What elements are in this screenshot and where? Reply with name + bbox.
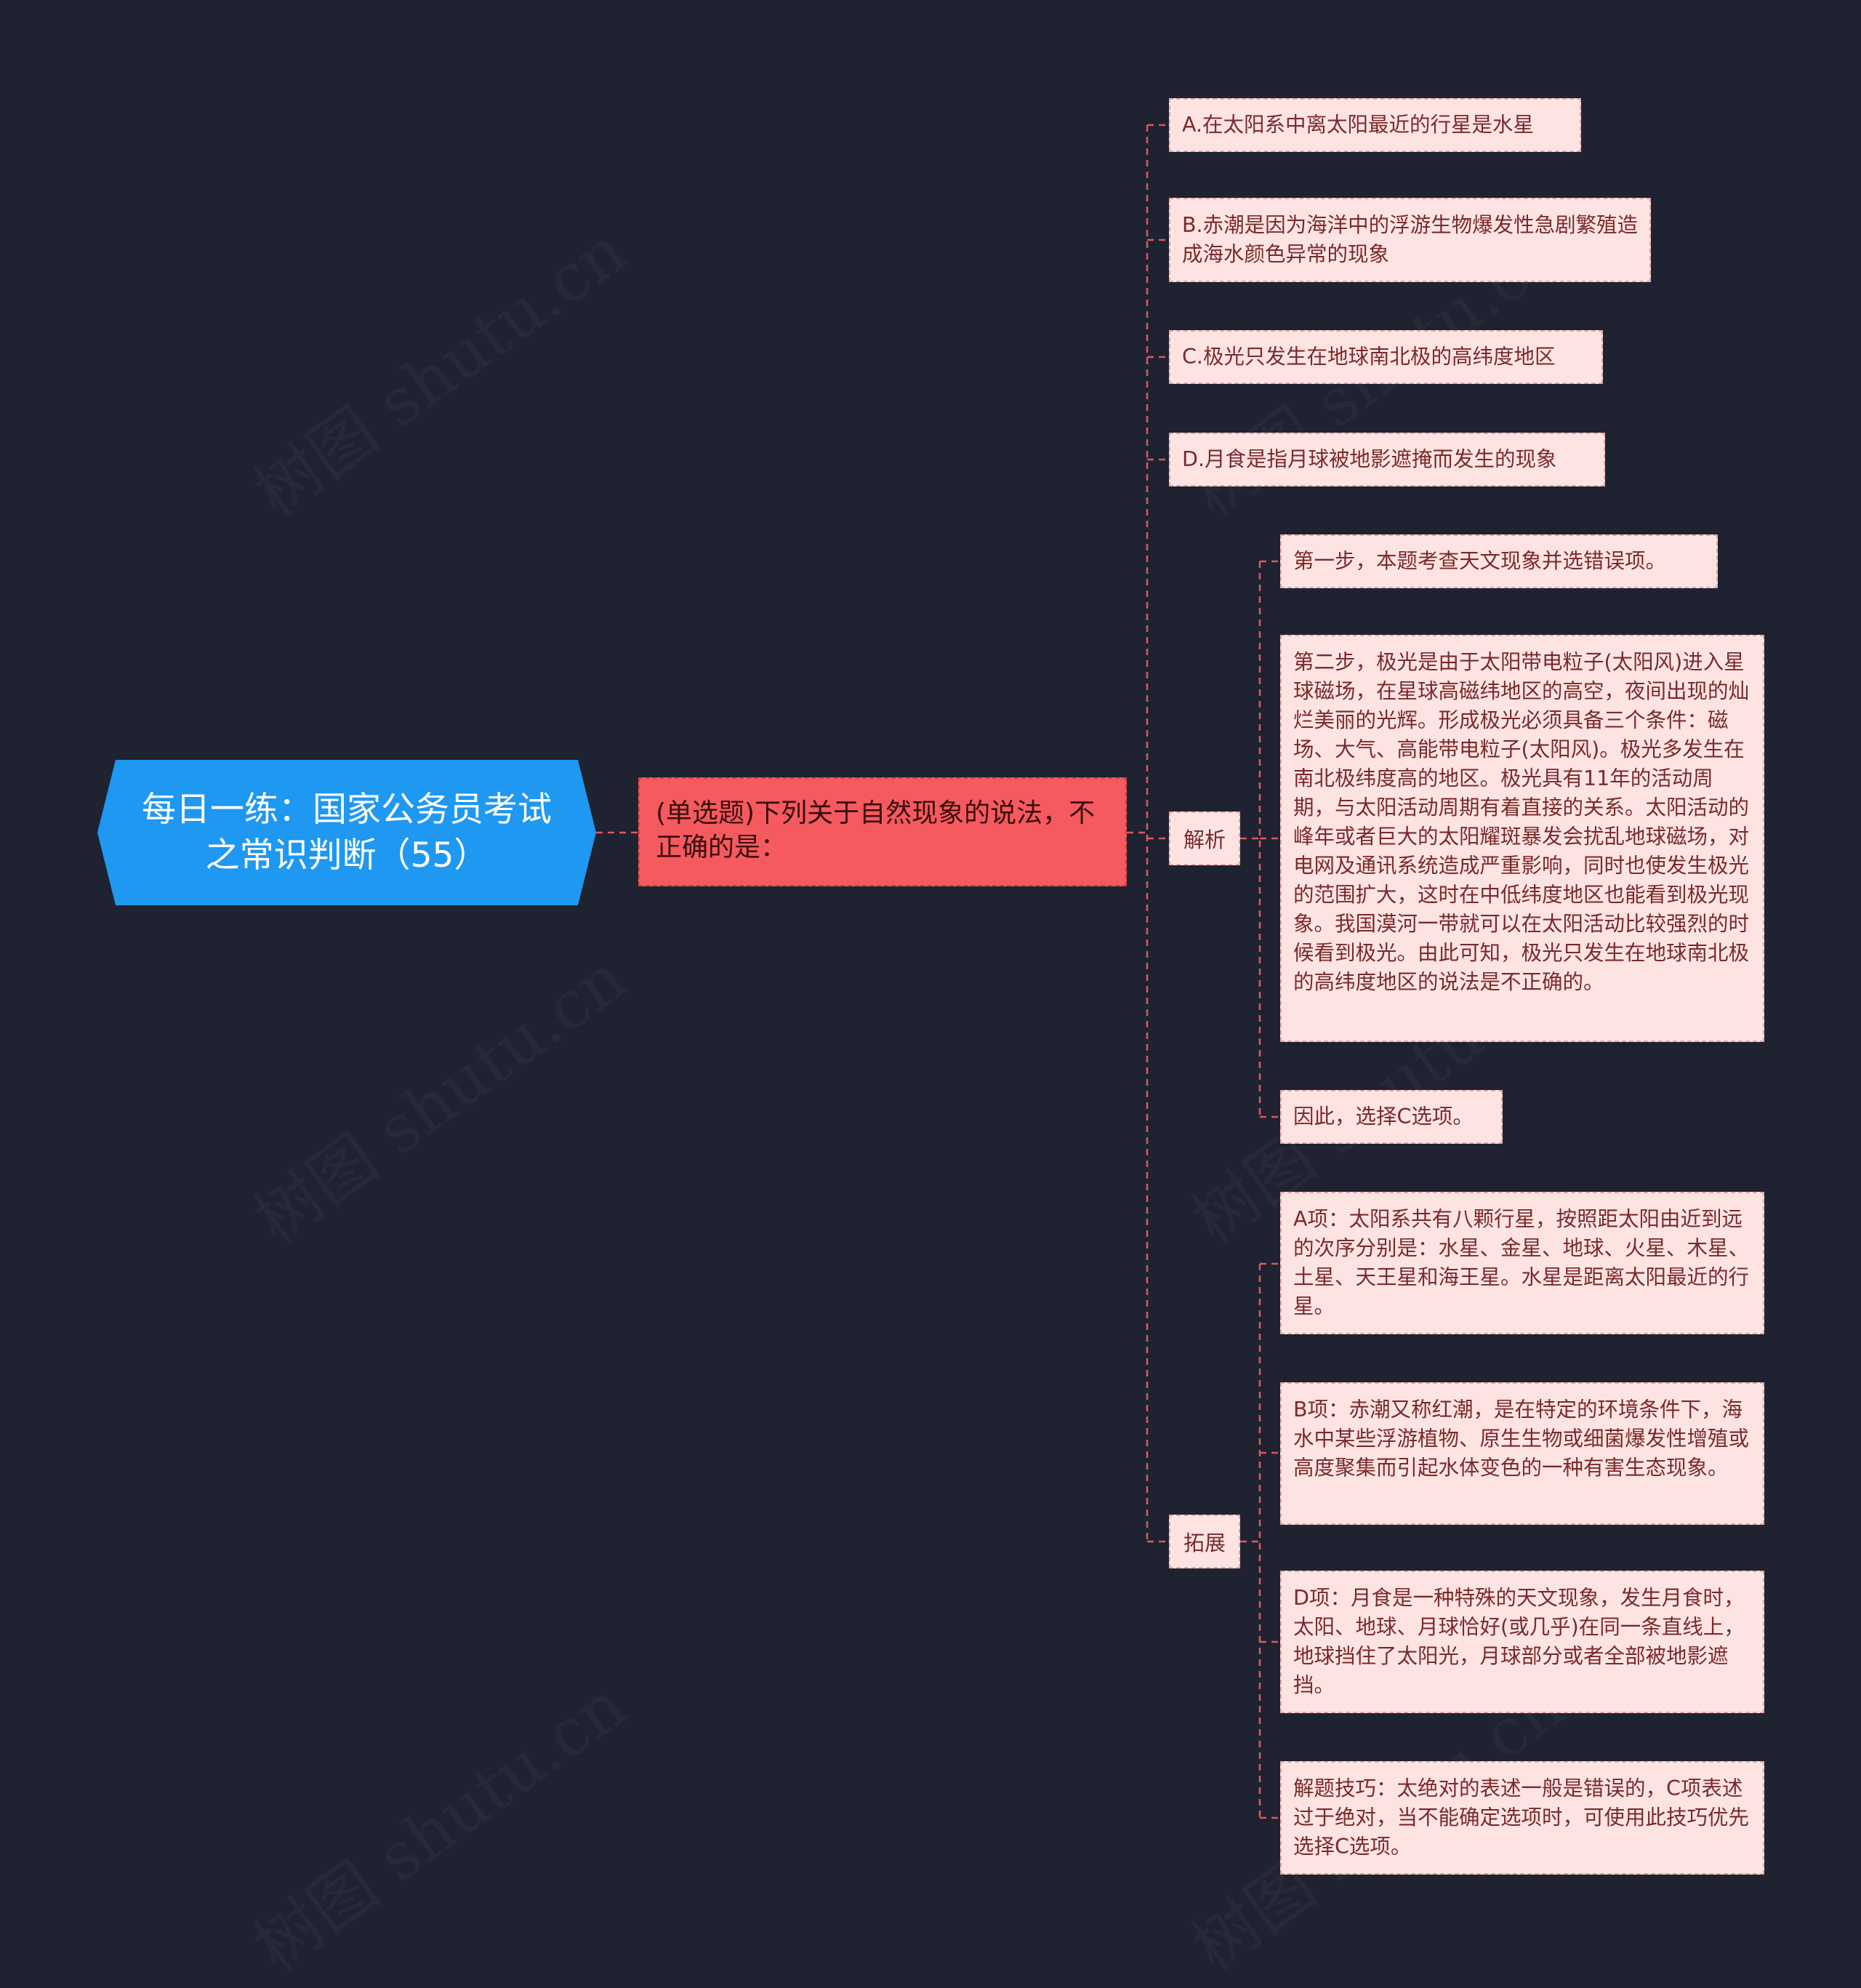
option-b-node[interactable]: B.赤潮是因为海洋中的浮游生物爆发性急剧繁殖造成海水颜色异常的现象 [1169, 198, 1651, 282]
analysis-step2-node[interactable]: 第二步，极光是由于太阳带电粒子(太阳风)进入星球磁场，在星球高磁纬地区的高空，夜… [1280, 635, 1764, 1042]
analysis-step2-text: 第二步，极光是由于太阳带电粒子(太阳风)进入星球磁场，在星球高磁纬地区的高空，夜… [1293, 650, 1750, 994]
option-a-node[interactable]: A.在太阳系中离太阳最近的行星是水星 [1169, 98, 1581, 152]
option-d-node[interactable]: D.月食是指月球被地影遮掩而发生的现象 [1169, 433, 1605, 486]
extension-b-node[interactable]: B项：赤潮又称红潮，是在特定的环境条件下，海水中某些浮游植物、原生生物或细菌爆发… [1280, 1382, 1764, 1525]
question-node[interactable]: (单选题)下列关于自然现象的说法，不正确的是： [638, 777, 1127, 886]
option-c-text: C.极光只发生在地球南北极的高纬度地区 [1182, 345, 1556, 369]
extension-label-node[interactable]: 拓展 [1169, 1515, 1240, 1568]
option-d-text: D.月食是指月球被地影遮掩而发生的现象 [1182, 447, 1557, 471]
option-a-text: A.在太阳系中离太阳最近的行星是水星 [1182, 113, 1535, 137]
extension-a-text: A项：太阳系共有八颗行星，按照距太阳由近到远的次序分别是：水星、金星、地球、火星… [1293, 1207, 1750, 1318]
analysis-label: 解析 [1183, 827, 1226, 852]
option-c-node[interactable]: C.极光只发生在地球南北极的高纬度地区 [1169, 330, 1603, 384]
extension-tip-text: 解题技巧：太绝对的表述一般是错误的，C项表述过于绝对，当不能确定选项时，可使用此… [1293, 1776, 1750, 1859]
question-text: (单选题)下列关于自然现象的说法，不正确的是： [656, 798, 1096, 862]
extension-d-text: D项：月食是一种特殊的天文现象，发生月食时，太阳、地球、月球恰好(或几乎)在同一… [1293, 1586, 1745, 1697]
option-b-text: B.赤潮是因为海洋中的浮游生物爆发性急剧繁殖造成海水颜色异常的现象 [1182, 213, 1639, 266]
extension-d-node[interactable]: D项：月食是一种特殊的天文现象，发生月食时，太阳、地球、月球恰好(或几乎)在同一… [1280, 1571, 1764, 1713]
extension-tip-node[interactable]: 解题技巧：太绝对的表述一般是错误的，C项表述过于绝对，当不能确定选项时，可使用此… [1280, 1761, 1764, 1875]
analysis-conclusion-node[interactable]: 因此，选择C选项。 [1280, 1090, 1503, 1144]
analysis-label-node[interactable]: 解析 [1169, 811, 1240, 865]
analysis-conclusion-text: 因此，选择C选项。 [1293, 1105, 1474, 1129]
analysis-step1-text: 第一步，本题考查天文现象并选错误项。 [1293, 549, 1667, 573]
extension-a-node[interactable]: A项：太阳系共有八颗行星，按照距太阳由近到远的次序分别是：水星、金星、地球、火星… [1280, 1192, 1764, 1334]
analysis-step1-node[interactable]: 第一步，本题考查天文现象并选错误项。 [1280, 534, 1718, 588]
extension-b-text: B项：赤潮又称红潮，是在特定的环境条件下，海水中某些浮游植物、原生生物或细菌爆发… [1293, 1398, 1750, 1480]
root-title: 每日一练：国家公务员考试之常识判断（55） [142, 790, 552, 875]
extension-label: 拓展 [1183, 1531, 1226, 1555]
root-node[interactable]: 每日一练：国家公务员考试之常识判断（55） [97, 760, 596, 905]
